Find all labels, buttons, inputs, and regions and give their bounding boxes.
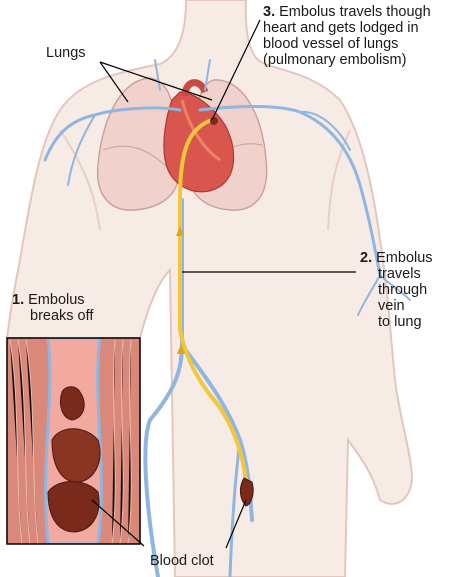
lodged-embolus — [210, 117, 218, 125]
heart-detail — [180, 99, 221, 162]
step2-label: 2. Embolus travels through vein to lung — [360, 250, 433, 330]
step1-label: 1. Embolus breaks off — [12, 292, 94, 324]
shoulder-line — [59, 129, 101, 231]
embolus-path — [178, 118, 248, 482]
inset-clot-upper — [51, 428, 101, 483]
inset-frame — [6, 337, 141, 545]
step3-label: 3. Embolus travels though heart and gets… — [263, 4, 431, 68]
blood-clot-label: Blood clot — [150, 553, 214, 569]
leader-lines — [91, 19, 356, 549]
lungs-label: Lungs — [46, 45, 86, 61]
embolus-path-arrows — [176, 226, 185, 354]
step2-number: 2. — [360, 250, 373, 266]
lung-lobe-line — [102, 145, 171, 171]
inset-vessel-view — [7, 338, 140, 544]
inset-embolus — [59, 386, 85, 421]
leg-clot — [239, 477, 254, 507]
inset-clot-lower — [47, 481, 100, 533]
shoulder-line-right — [327, 129, 351, 231]
aorta — [181, 79, 209, 97]
step1-number: 1. — [12, 292, 25, 308]
step3-number: 3. — [263, 4, 276, 20]
